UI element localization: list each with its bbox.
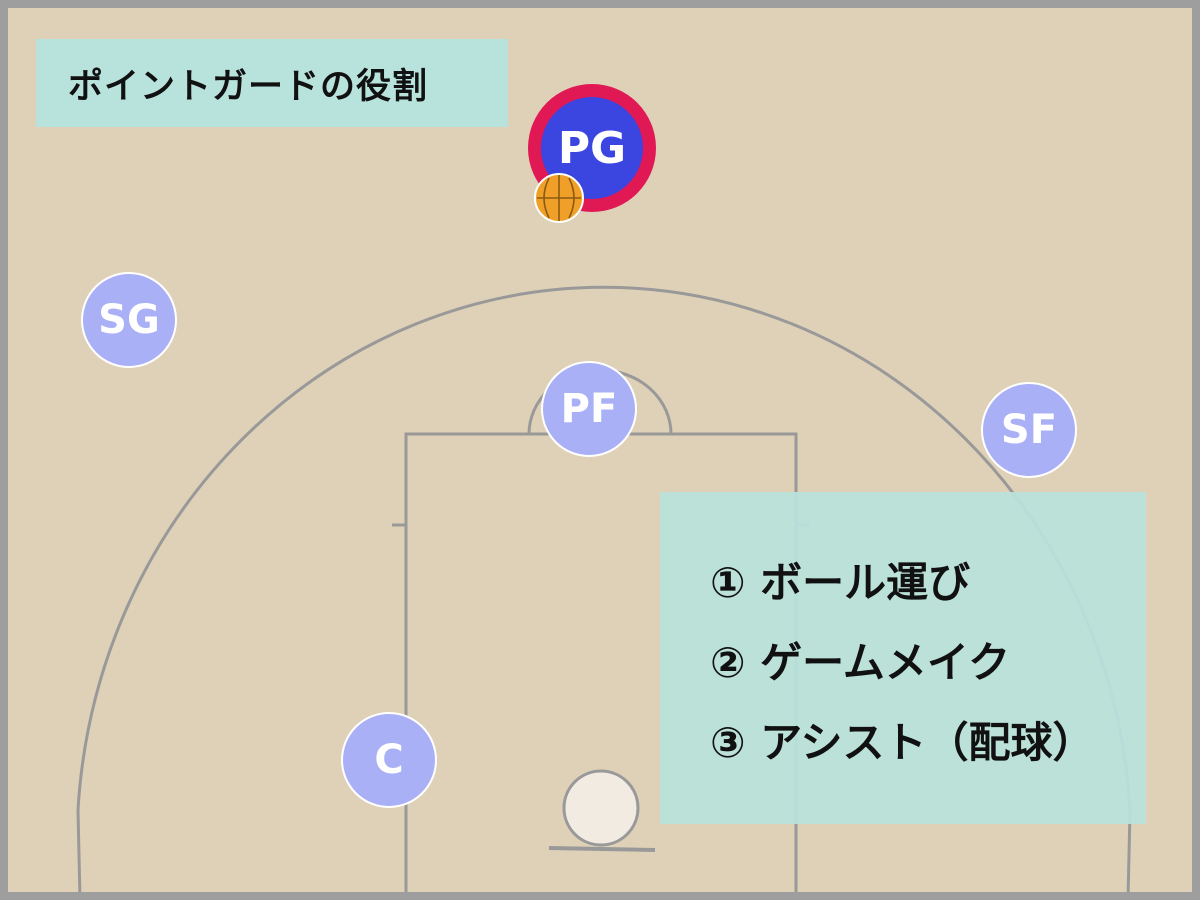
player-c-label: C [374,737,404,783]
basketball-icon [534,173,584,223]
player-pg-label: PG [557,122,627,174]
page-title: ポイントガードの役割 [68,66,429,107]
player-sf-label: SF [1000,407,1058,453]
role-item: ② ゲームメイク [710,638,1011,687]
player-c: C [341,712,437,808]
roles-panel: ① ボール運び ② ゲームメイク ③ アシスト（配球） [660,492,1146,824]
player-sg: SG [81,272,177,368]
rim-icon [562,769,640,847]
backboard [548,846,656,852]
role-item: ③ アシスト（配球） [710,718,1095,767]
player-pf: PF [541,361,637,457]
title-label: ポイントガードの役割 [36,39,508,127]
role-item: ① ボール運び [710,558,971,607]
player-sf: SF [981,382,1077,478]
player-pf-label: PF [560,386,618,432]
player-sg-label: SG [98,297,160,343]
